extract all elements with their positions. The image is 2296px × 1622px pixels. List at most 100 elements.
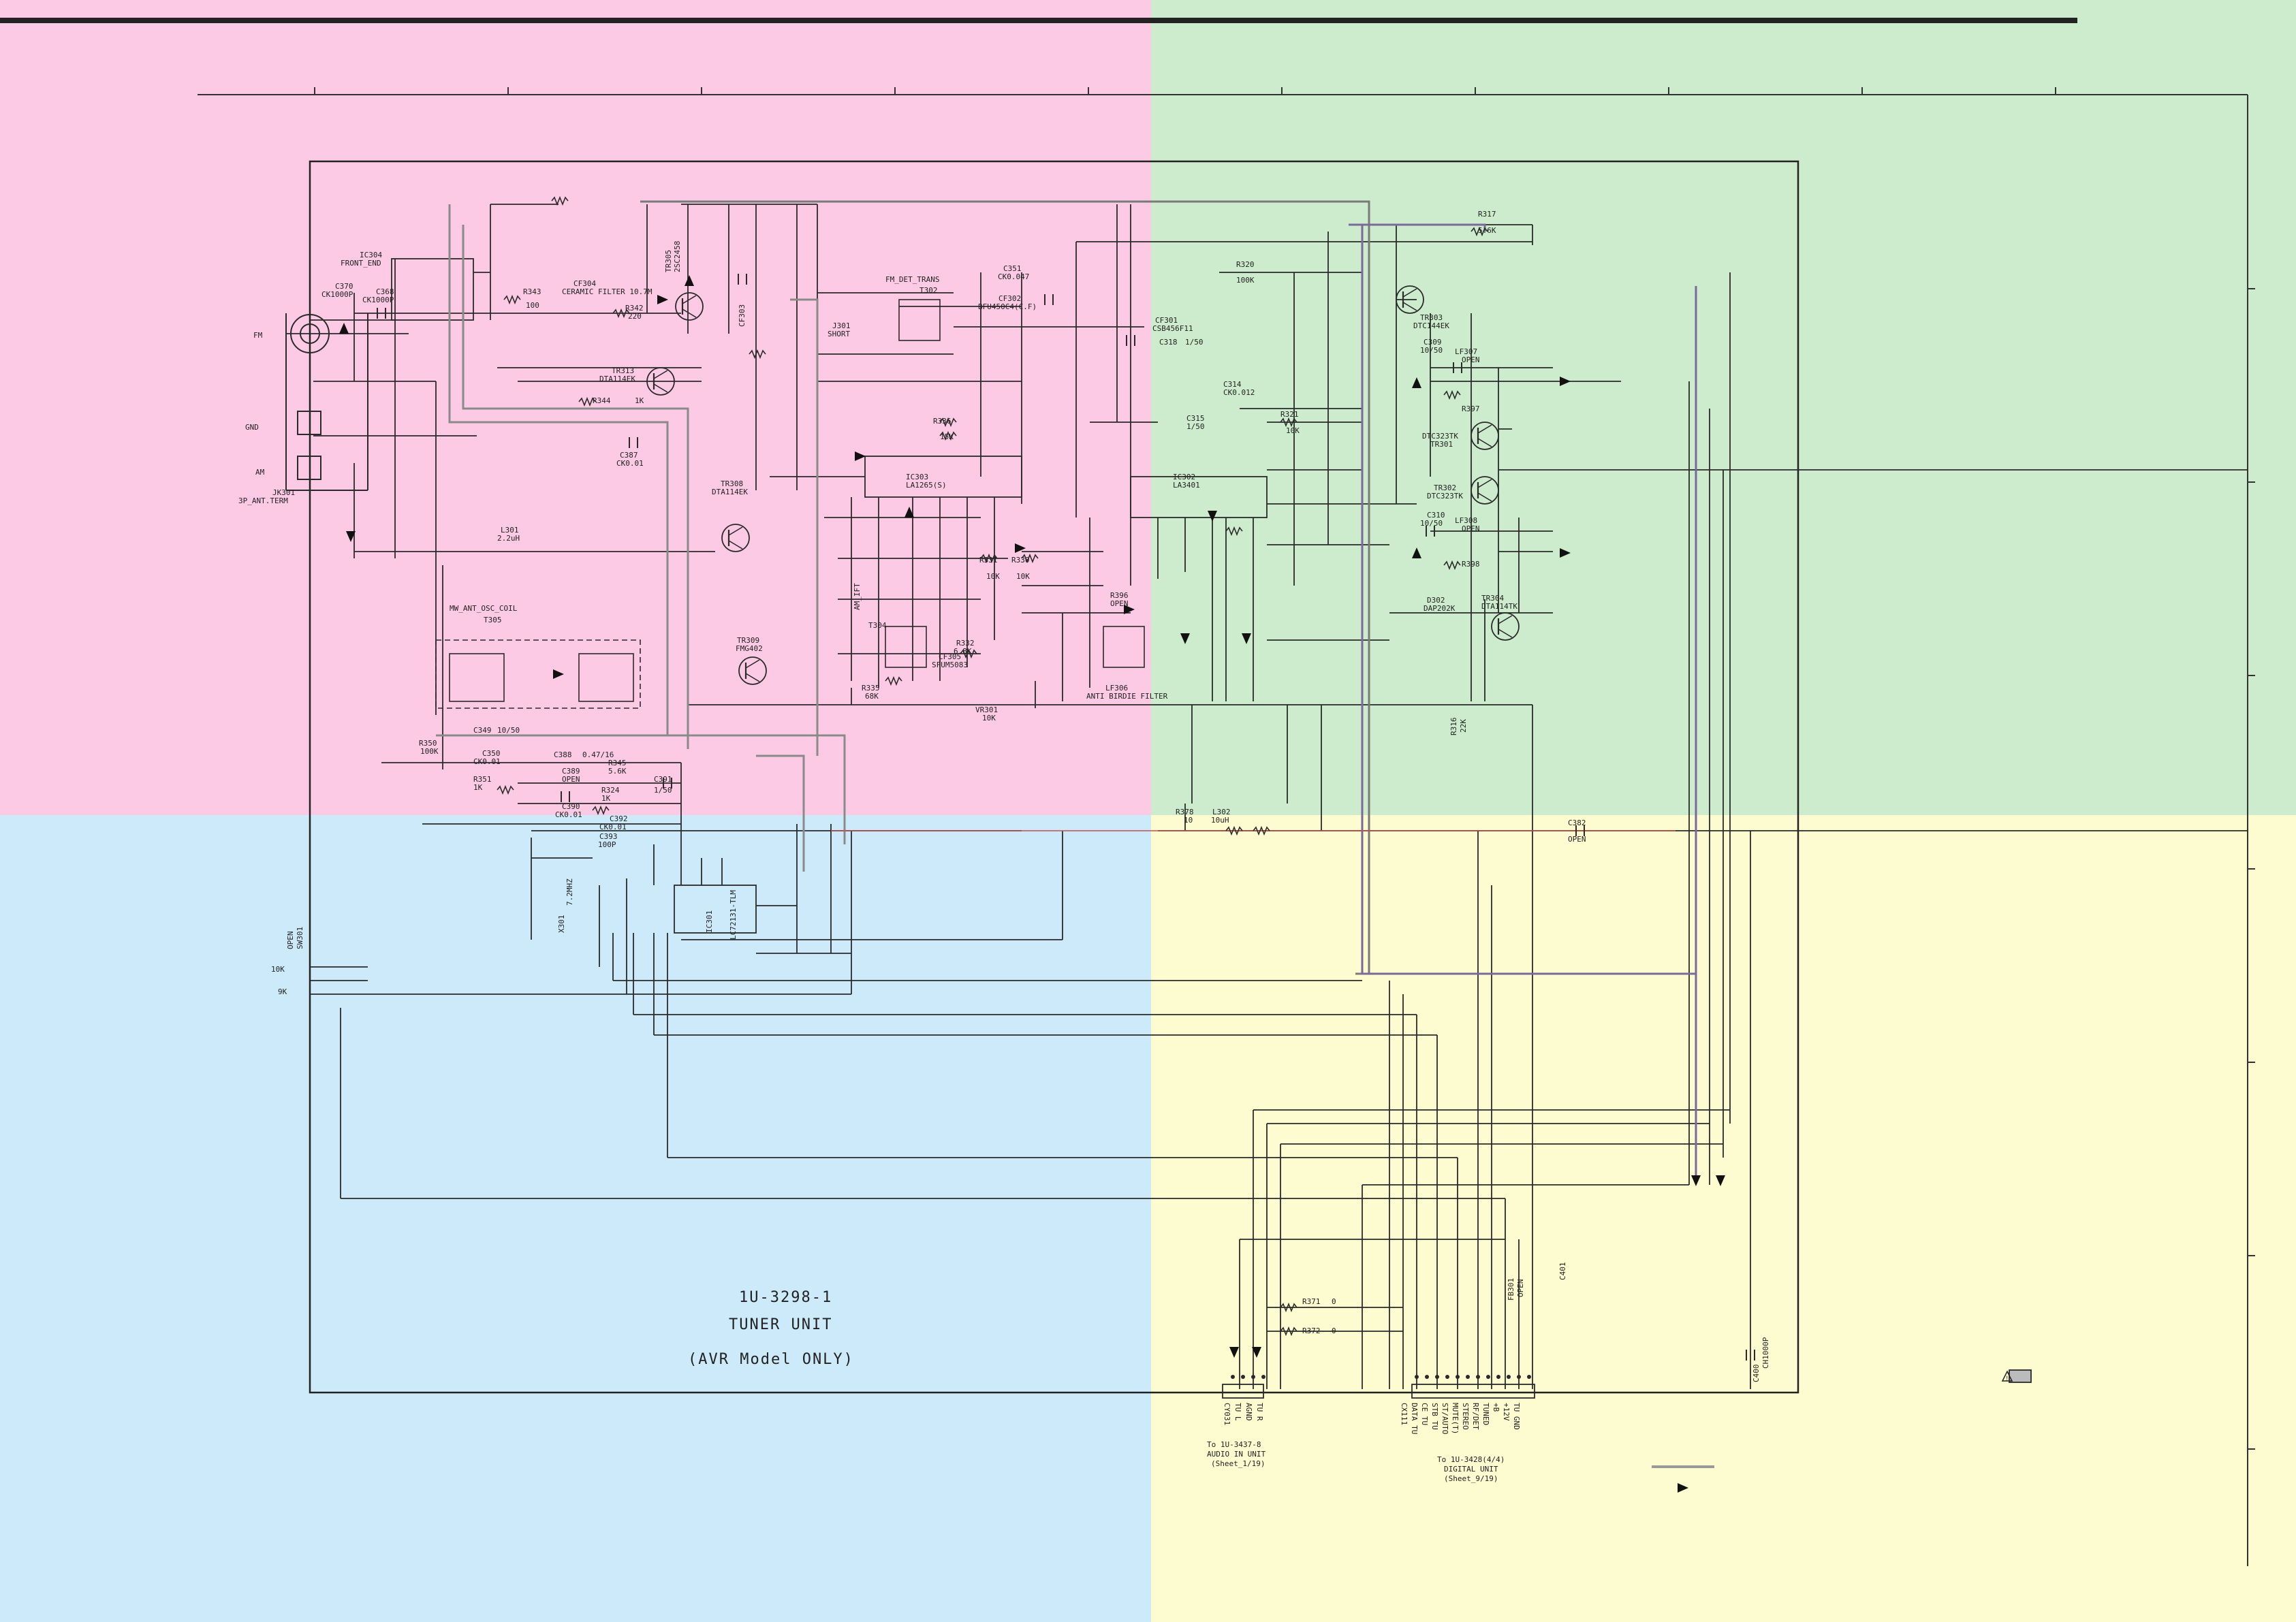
am-label: AM [255,468,265,477]
r345-desc: 5.6K [608,767,627,776]
r351-label: R351 [473,775,492,784]
cn2-pin-9: +B [1492,1403,1500,1412]
r371-desc: 0 [1332,1297,1336,1306]
ic303-label: IC303 [906,473,928,481]
cn1-pin-3: TU R [1255,1403,1264,1421]
r396-desc: OPEN [1110,599,1129,608]
mw-osc-coil-block [435,299,1145,709]
c370-label: C370 [335,282,353,291]
cn1-pin-2: AGND [1244,1403,1253,1421]
l302-desc: 10uH [1211,816,1229,825]
r378-label: R378 [1176,808,1194,816]
tr308-desc: DTA114EK [712,488,748,496]
c350-desc: CK0.01 [473,757,501,766]
c370-desc: CK1000P [321,290,353,299]
jack-desc-label: 3P_ANT.TERM [238,496,288,505]
c391-desc: 1/50 [654,786,672,795]
r324-label: R324 [601,786,620,795]
r317-desc: 5.6K [1478,226,1496,235]
c310-label: C310 [1427,511,1445,520]
ic303-desc: LA1265(S) [906,481,947,490]
vr301-label: VR301 [975,705,998,714]
c315-label: C315 [1186,414,1205,423]
c387-label: C387 [620,451,638,460]
tr308-label: TR308 [721,479,743,488]
r336-label: R336 [933,417,952,426]
ic304-desc: FRONT_END [341,259,381,268]
r350-label: R350 [419,739,437,748]
r335-desc: 68K [865,692,879,701]
tr304-label: TR304 [1481,594,1504,603]
c368-desc: CK1000P [362,296,394,304]
connector-cn2: CX111 DATA TU CE TU STB TU ST/AUTO MUTE(… [1400,1403,1521,1483]
r345-label: R345 [608,759,627,767]
t305-desc: MW_ANT_OSC_COIL [450,604,518,613]
r316-label: R316 [1449,718,1458,736]
x301-desc: 7.2MHZ [565,878,574,906]
tr302-desc: DTC323TK [1427,492,1463,500]
r317-label: R317 [1478,210,1496,219]
r372-label: R372 [1302,1326,1321,1335]
d302-desc: DAP202K [1424,604,1456,613]
r335-label: R335 [862,684,880,693]
r336-desc: 15K [940,432,954,441]
c310-desc: 10/50 [1420,519,1443,528]
cn2-sheet: (Sheet_9/19) [1444,1474,1498,1483]
antenna-labels: FM GND AM JK301 3P_ANT.TERM [238,331,295,505]
connector-blocks [1222,1369,2032,1399]
cf301-desc: CSB456F11 [1152,324,1193,333]
r331-desc: 10K [986,572,1000,581]
r351-desc: 1K [473,783,483,792]
cn2-dest: To 1U-3428(4/4) [1437,1455,1505,1464]
r344-desc: 1K [635,396,644,405]
tr303-desc: DTC144EK [1413,321,1449,330]
c382-desc: OPEN [1568,835,1586,844]
cn2-pin-10: +12V [1502,1403,1511,1421]
r396-label: R396 [1110,591,1129,600]
cf305-label: CF305 [939,652,961,661]
r331-label: R331 [979,556,998,564]
c392-desc: CK0.01 [599,823,627,831]
signal-bus [436,200,1697,1178]
signal-arrows [339,275,1725,1493]
r332-desc: 6.8K [954,647,972,656]
r332-label: R332 [956,639,975,648]
c349-label: C349 [473,726,492,735]
c368-label: C368 [376,287,394,296]
cf304-label: CF304 [573,279,596,288]
c390-desc: CK0.01 [555,810,582,819]
transistors [646,285,1520,686]
vr301-desc: 10K [982,714,996,722]
tr305-desc: 2SC2458 [673,241,682,272]
c309-label: C309 [1424,338,1442,347]
top-border-rule [0,18,2077,23]
c389-label: C389 [562,767,580,776]
t304-desc: AM_IFT [853,583,862,610]
t302-desc: FM_DET_TRANS [885,275,939,284]
r320-label: R320 [1236,260,1255,269]
warning-mark: ! [2005,1375,2009,1382]
sw-10k-label: 10K [271,965,285,974]
ic302-desc: LA3401 [1173,481,1200,490]
legend-bar [1652,1465,1714,1468]
c400-desc: CH1000P [1761,1337,1770,1369]
ic302-label: IC302 [1173,473,1195,481]
lf308-label: LF308 [1455,516,1477,525]
x301-label: X301 [557,915,566,934]
c309-desc: 10/50 [1420,346,1443,355]
l302-label: L302 [1212,808,1231,816]
c314-label: C314 [1223,380,1242,389]
r321-desc: 10K [1286,426,1300,435]
tr302-label: TR302 [1434,483,1456,492]
r344-label: R344 [593,396,611,405]
c349-desc: 10/50 [497,726,520,735]
c351-label: C351 [1003,264,1022,273]
c392-label: C392 [610,814,628,823]
cn2-pin-1: DATA TU [1410,1403,1419,1434]
l301-label: L301 [501,526,519,535]
tr303-label: TR303 [1420,313,1443,322]
cn2-dest2: DIGITAL UNIT [1444,1465,1498,1474]
tr304-desc: DTA114TK [1481,602,1517,611]
c387-desc: CK0.01 [616,459,644,468]
